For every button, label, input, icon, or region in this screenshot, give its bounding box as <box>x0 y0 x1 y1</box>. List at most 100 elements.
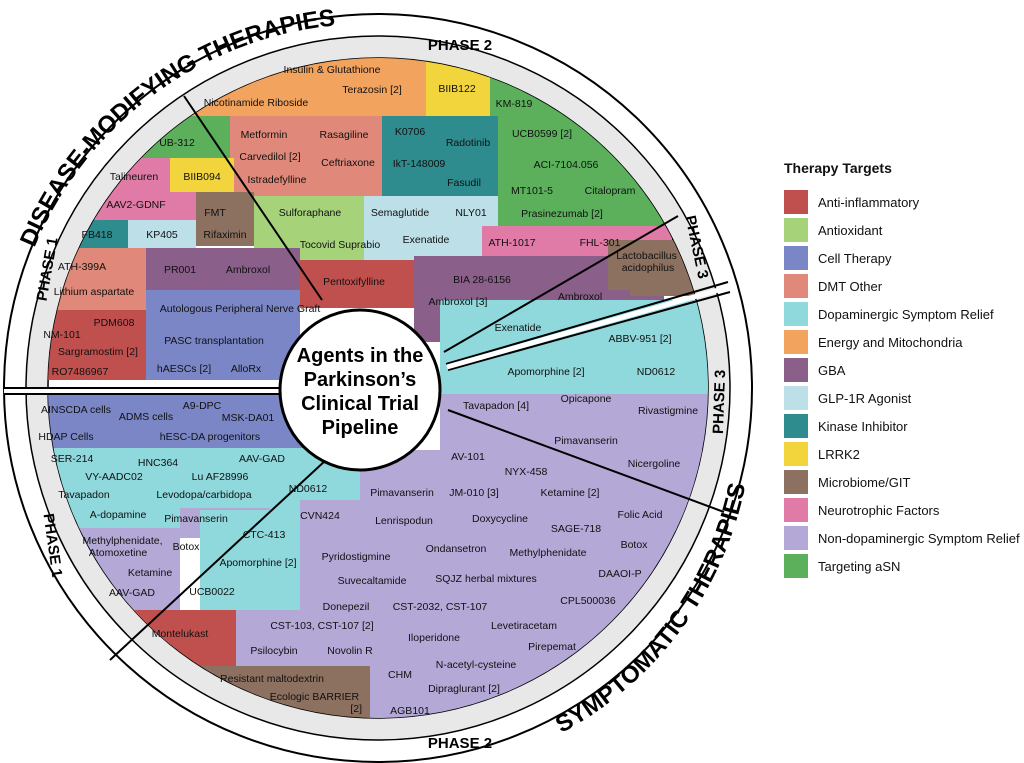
agent-label: Citalopram <box>585 185 636 197</box>
agent-label: ATH-1017 <box>488 237 535 249</box>
legend-item: DMT Other <box>784 272 1020 300</box>
agent-label: AlloRx <box>231 363 262 375</box>
agent-label: Botox <box>621 539 649 551</box>
agents-sym-phase3: ABBV-951 [2] Apomorphine [2] ND0612 Tava… <box>463 333 698 470</box>
agent-label: UB-312 <box>159 137 195 149</box>
legend-item: GBA <box>784 356 1020 384</box>
agent-label: HNC364 <box>138 457 178 469</box>
agent-label: Terazosin [2] <box>342 84 402 96</box>
legend-item: Targeting aSN <box>784 552 1020 580</box>
agents-dm-phase3: Lactobacillus acidophilus Ambroxol Exena… <box>495 250 680 334</box>
legend-item: Non-dopaminergic Symptom Relief <box>784 524 1020 552</box>
agent-label: Nicotinamide Riboside <box>204 97 309 109</box>
legend-swatch <box>784 554 808 578</box>
agents-dm-phase1: Talineuren BIIB094 AAV2-GDNF FMT Rifaxim… <box>43 171 320 378</box>
legend-label: GBA <box>818 362 846 378</box>
agent-label: KM-819 <box>496 98 533 110</box>
agent-label: CHM <box>388 669 412 681</box>
agent-label: CPL500036 <box>560 595 616 607</box>
legend-label: Cell Therapy <box>818 250 892 266</box>
legend-swatch <box>784 330 808 354</box>
legend-item: Microbiome/GIT <box>784 468 1020 496</box>
agent-label: Rifaximin <box>203 229 246 241</box>
agent-label: hAESCs [2] <box>157 363 211 375</box>
agent-label: BIA 28-6156 <box>453 274 511 286</box>
agent-label: Ondansetron <box>426 543 487 555</box>
legend-swatch <box>784 414 808 438</box>
center-title-line: Pipeline <box>322 417 399 439</box>
agent-label: Novolin R <box>327 645 373 657</box>
legend-title: Therapy Targets <box>784 160 892 176</box>
agent-label: SER-214 <box>51 453 94 465</box>
legend-item: Energy and Mitochondria <box>784 328 1020 356</box>
agent-label: Carvedilol [2] <box>239 151 300 163</box>
legend-label: DMT Other <box>818 278 883 294</box>
agent-label: Botox <box>173 541 201 553</box>
agent-label: Pirepemat <box>528 641 576 653</box>
center-title-line: Agents in the <box>297 345 424 367</box>
agent-label: FMT <box>204 207 226 219</box>
agent-label: MT101-5 <box>511 185 553 197</box>
agent-label: BIIB094 <box>183 171 221 183</box>
agent-label: A-dopamine <box>90 509 147 521</box>
legend-label: Anti-inflammatory <box>818 194 920 210</box>
agent-label: KP405 <box>146 229 178 241</box>
agent-label: Folic Acid <box>618 509 663 521</box>
agent-label: K0706 <box>395 126 426 138</box>
legend-swatch <box>784 302 808 326</box>
legend-item: Anti-inflammatory <box>784 188 1020 216</box>
agent-label: Lithium aspartate <box>54 286 135 298</box>
agent-label: PASC transplantation <box>164 335 264 347</box>
agent-label: Montelukast <box>152 628 209 640</box>
agent-label: Tavapadon [4] <box>463 400 529 412</box>
agent-label: Dipraglurant [2] <box>428 683 500 695</box>
agent-label: Sulforaphane <box>279 207 342 219</box>
agent-label: CVN424 <box>300 510 340 522</box>
agent-label: Pentoxifylline <box>323 276 385 288</box>
legend-label: Non-dopaminergic Symptom Relief <box>818 530 1020 546</box>
agent-label: Methylphenidate, Atomoxetine <box>83 535 166 559</box>
agent-label: Pimavanserin <box>164 513 228 525</box>
agent-label: MSK-DA01 <box>222 412 275 424</box>
agent-label: FB418 <box>82 229 113 241</box>
legend-label: Antioxidant <box>818 222 883 238</box>
legend-item: LRRK2 <box>784 440 1020 468</box>
agent-label: ACI-7104.056 <box>534 159 599 171</box>
agent-label: Nicergoline <box>628 458 681 470</box>
agent-label: Donepezil <box>323 601 370 613</box>
agent-label: Ambroxol [3] <box>429 296 488 308</box>
legend-swatch <box>784 442 808 466</box>
legend-swatch <box>784 498 808 522</box>
agent-label: Rasagiline <box>319 129 368 141</box>
agent-label: Ketamine <box>128 567 173 579</box>
legend-label: Microbiome/GIT <box>818 474 911 490</box>
legend-label: GLP-1R Agonist <box>818 390 912 406</box>
agent-label: ND0612 <box>637 366 676 378</box>
agent-label: PDM608 <box>94 317 135 329</box>
legend-item: Neurotrophic Factors <box>784 496 1020 524</box>
agent-label: AAV-GAD <box>109 587 155 599</box>
agent-label: Lactobacillus acidophilus <box>616 250 680 274</box>
center-circle <box>278 308 442 472</box>
agent-label: Opicapone <box>561 393 612 405</box>
separators <box>4 95 731 661</box>
agent-label: BIIB122 <box>438 83 476 95</box>
legend-label: Kinase Inhibitor <box>818 418 908 434</box>
legend-swatch <box>784 274 808 298</box>
pipeline-wheel: DISEASE-MODIFYING THERAPIES SYMPTOMATIC … <box>3 4 753 763</box>
agent-label: Autologous Peripheral Nerve Graft <box>160 303 321 315</box>
legend-item: Antioxidant <box>784 216 1020 244</box>
agent-label: ATH-399A <box>58 261 106 273</box>
agent-label: FHL-301 <box>580 237 621 249</box>
agent-label: Fasudil <box>447 177 481 189</box>
agent-label: Lu AF28996 <box>192 471 249 483</box>
agent-label: VY-AADC02 <box>85 471 143 483</box>
legend-label: LRRK2 <box>818 446 860 462</box>
agent-label: hESC-DA progenitors <box>160 431 260 443</box>
agent-label: CST-103, CST-107 [2] <box>270 620 373 632</box>
agent-label: Apomorphine [2] <box>219 557 296 569</box>
legend-swatch <box>784 358 808 382</box>
agent-label: DAAOI-P <box>598 568 641 580</box>
agent-label: Insulin & Glutathione <box>284 64 381 76</box>
